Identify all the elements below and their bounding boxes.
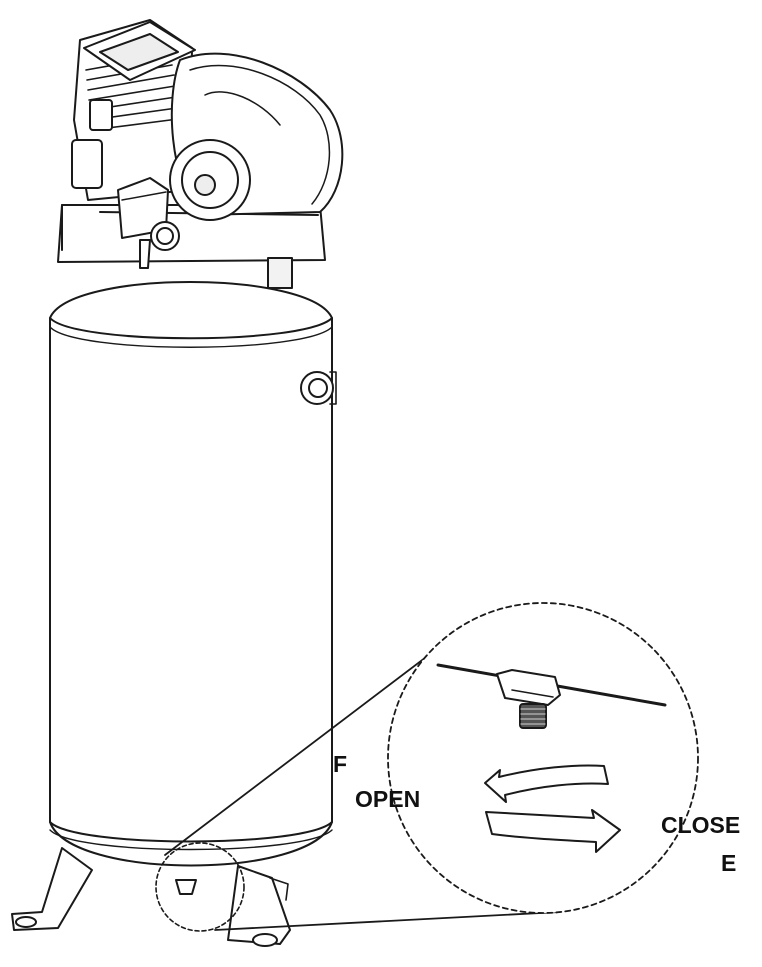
callout-line-bottom <box>214 911 561 931</box>
pump-head <box>57 19 344 289</box>
open-arrow <box>484 764 609 803</box>
detail-marker-circle <box>155 842 245 932</box>
label-f: F <box>333 751 348 777</box>
label-e: E <box>721 850 737 876</box>
label-open: OPEN <box>355 786 421 812</box>
callout-line-top <box>164 641 447 856</box>
air-tank <box>49 281 337 867</box>
close-arrow <box>485 809 621 853</box>
label-close: CLOSE <box>661 812 741 838</box>
detail-magnified <box>387 602 699 914</box>
